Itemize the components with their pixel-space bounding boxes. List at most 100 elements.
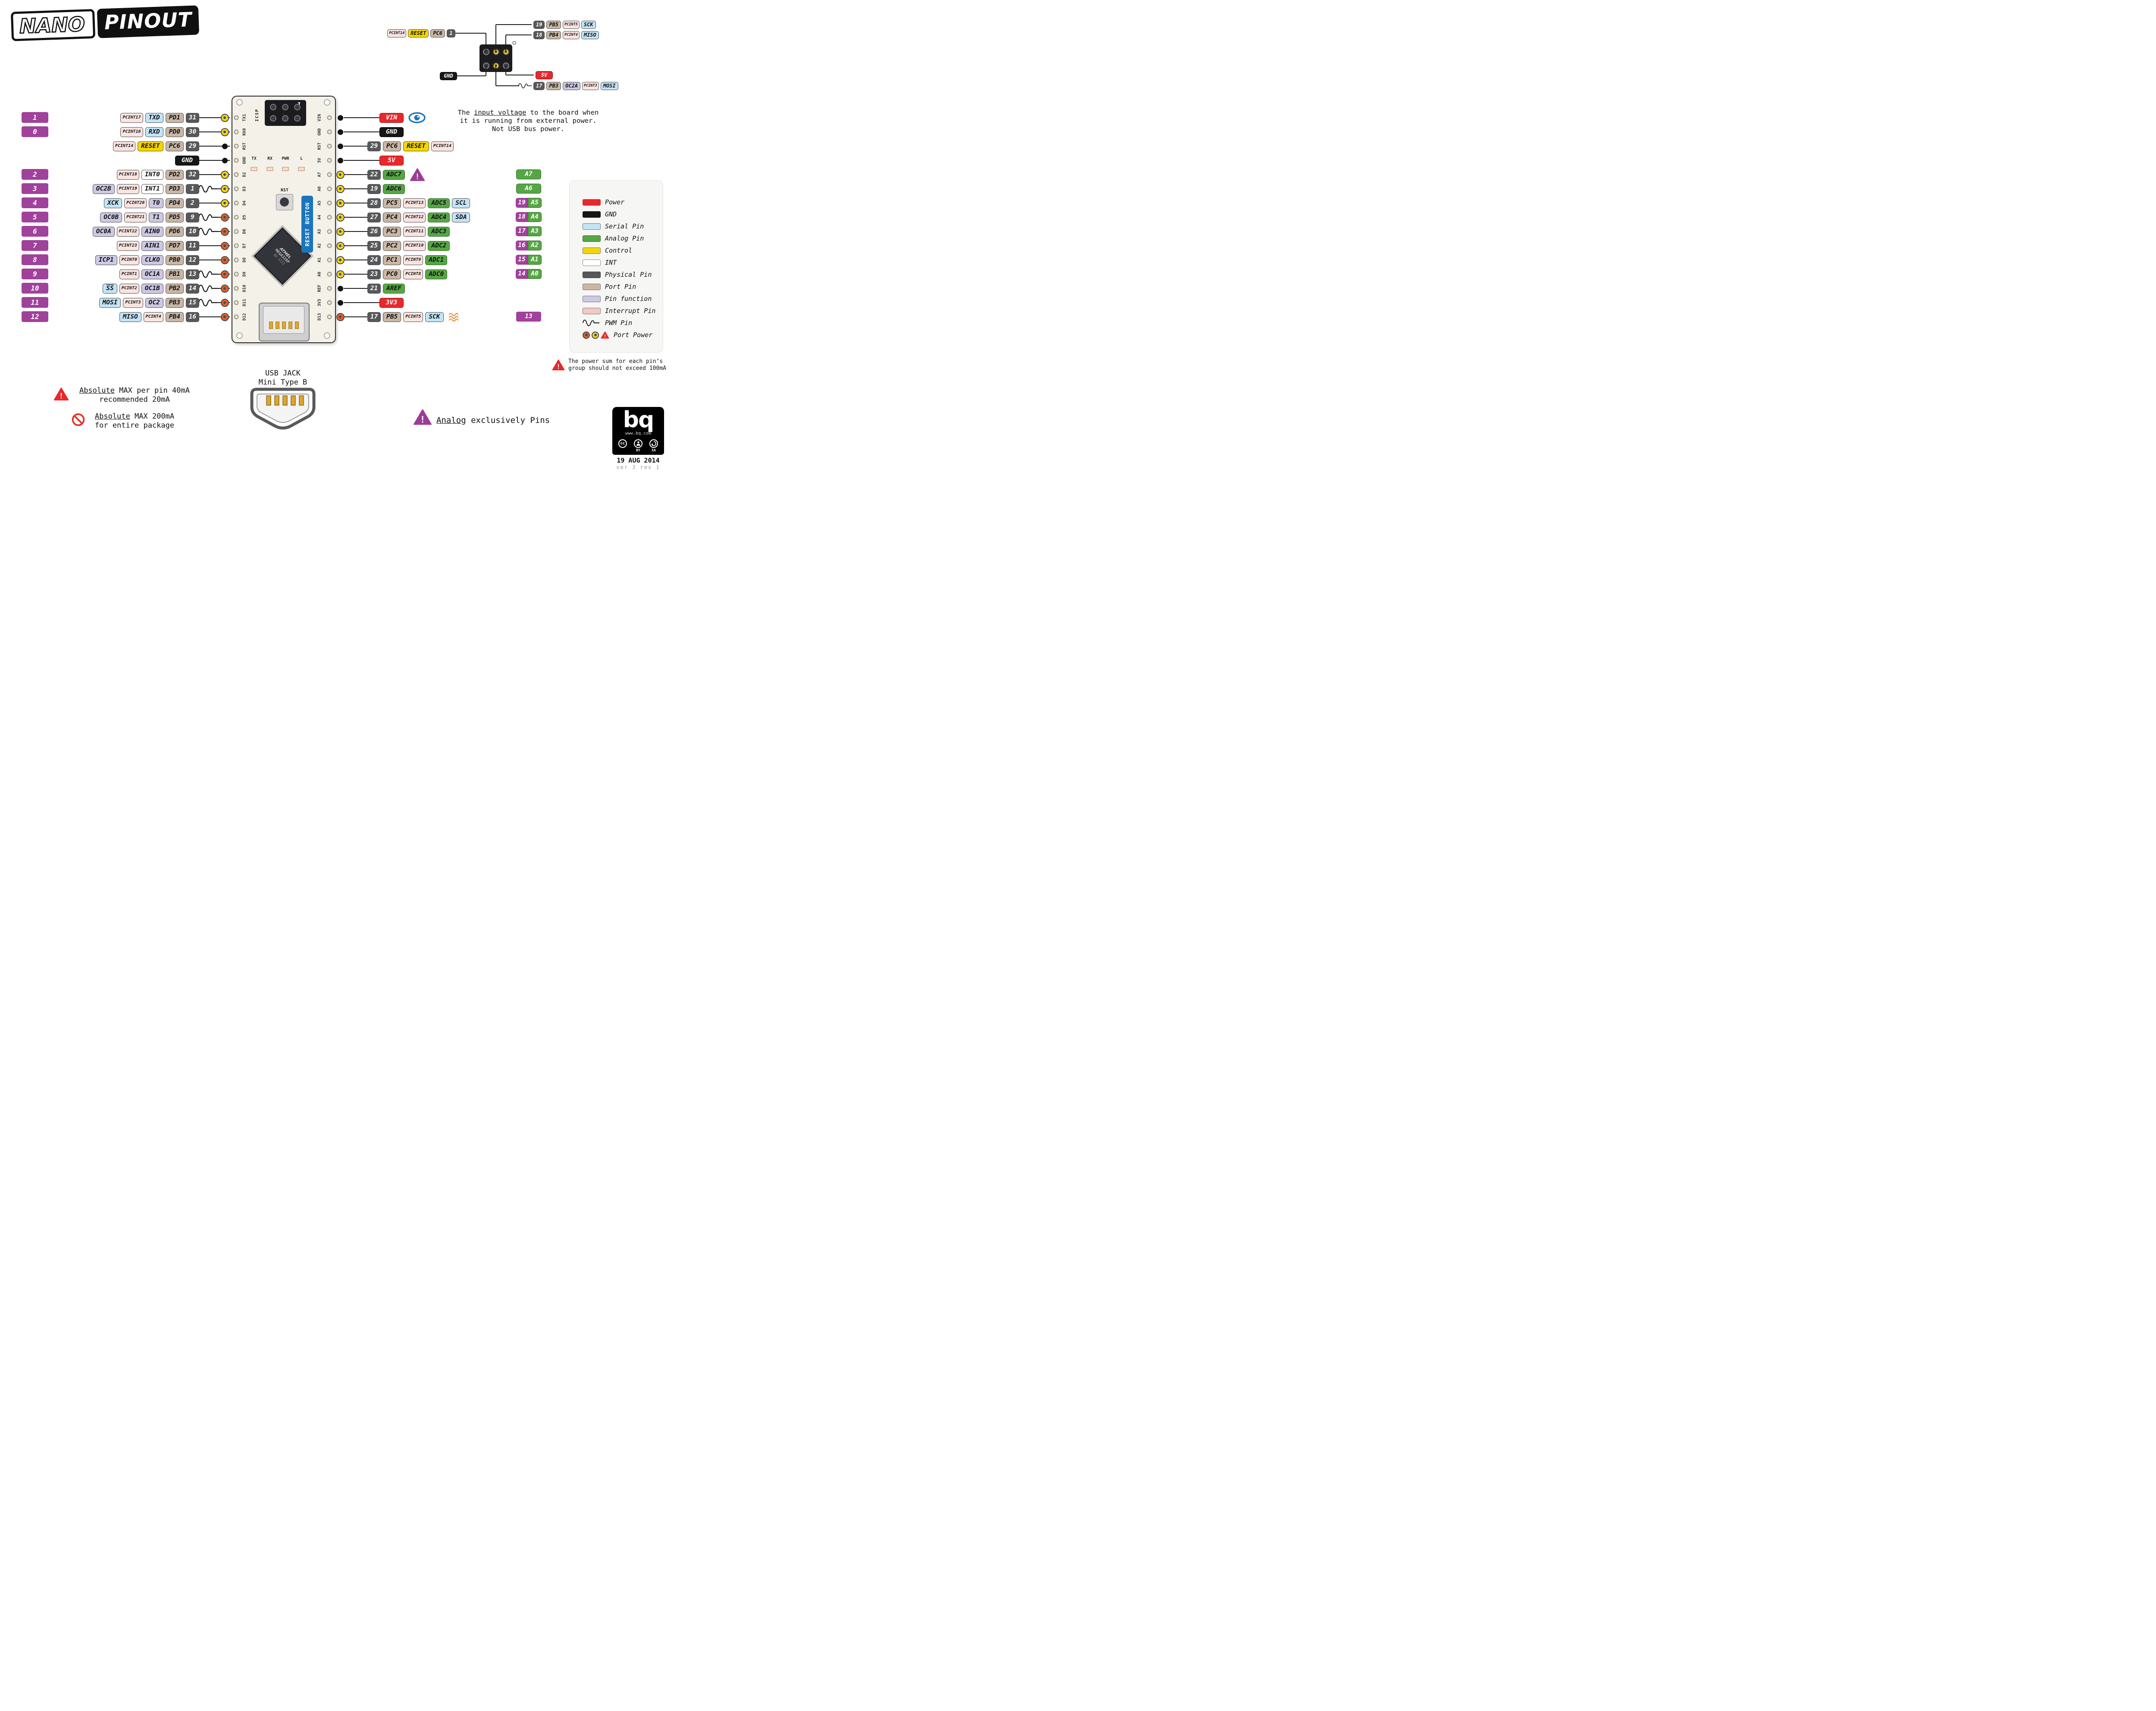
icsp-header <box>265 100 306 126</box>
port-chip: PB5 <box>383 312 401 322</box>
eye-icon <box>408 112 426 123</box>
wire-line <box>344 217 367 218</box>
physical-chip: 25 <box>367 241 381 251</box>
control-chip: RESET <box>408 29 429 38</box>
legend-label: PWM Pin <box>605 319 633 327</box>
port-chip: PD4 <box>165 198 184 208</box>
analog-pin-tail: A6 <box>514 184 543 194</box>
board-pad <box>327 115 332 120</box>
board-edge-label: D12 <box>242 313 247 321</box>
board-edge-label: TX1 <box>242 114 247 122</box>
board-edge-label: A4 <box>317 215 322 220</box>
int-chip: INT1 <box>141 184 163 194</box>
wire-line <box>193 245 230 246</box>
pwm-squiggle-icon <box>198 298 218 307</box>
board-edge-label: D9 <box>242 272 247 277</box>
interrupt-chip: PCINT3 <box>582 81 599 90</box>
pin-row-left: GND <box>0 155 199 166</box>
wire-line <box>344 174 367 175</box>
digital-chip: 6 <box>22 226 48 237</box>
led-label: L <box>300 156 303 161</box>
interrupt-chip: PCINT14 <box>431 141 454 151</box>
icsp-pad <box>282 115 288 122</box>
physical-chip: 1 <box>447 29 455 38</box>
power-chip: 3V3 <box>379 297 404 308</box>
interrupt-chip: PCINT18 <box>116 169 139 180</box>
wire-line <box>344 274 367 275</box>
pin-row-right: 5V <box>379 155 406 166</box>
board-edge-label: D5 <box>242 215 247 220</box>
port-power-pad-orange <box>220 256 229 264</box>
vin-note-text: to the board when <box>526 109 599 116</box>
analogA-chip: A3 <box>528 226 542 236</box>
physical-chip: 32 <box>186 169 199 180</box>
analog-swatch <box>583 235 601 242</box>
bq-logo: bq www.bq.com <box>612 407 664 438</box>
warning-triangle-purple-icon: ! <box>413 409 432 425</box>
physical-chip: 13 <box>186 269 199 279</box>
gnd-chip: GND <box>379 127 404 137</box>
port-power-pad-orange <box>220 313 229 321</box>
legend-label: Serial Pin <box>605 222 644 230</box>
led <box>251 167 257 171</box>
wire-line <box>344 288 367 289</box>
usb-contact <box>288 322 292 329</box>
pin-row-right: VIN <box>379 112 426 123</box>
interrupt-chip: PCINT22 <box>116 226 139 237</box>
wire-line <box>344 302 379 303</box>
power-sum-note: The power sum for each pin’s group shoul… <box>568 358 666 372</box>
pwm-squiggle-icon <box>198 284 218 293</box>
solder-pad-dot <box>337 115 343 121</box>
cc-license: cc BY SA <box>612 438 664 455</box>
digital-chip: 16 <box>516 241 528 250</box>
port-chip: PD6 <box>165 226 184 237</box>
port-chip: PC5 <box>383 198 401 208</box>
reset-button[interactable] <box>276 194 293 210</box>
analogA-chip: A1 <box>528 255 542 265</box>
board-edge-label: D7 <box>242 243 247 248</box>
interrupt-chip: PCINT13 <box>403 198 426 208</box>
icsp-pad <box>282 104 288 110</box>
wire-line <box>506 34 532 35</box>
serial-chip: XCK <box>103 198 122 208</box>
pwm-squiggle-icon <box>198 270 218 278</box>
max-package-line2: for entire package <box>94 421 175 430</box>
analog-chip: ADC1 <box>425 255 448 265</box>
board-edge-label: A1 <box>317 257 322 263</box>
physical-chip: 29 <box>186 141 199 151</box>
port-power-pad-orange <box>220 227 229 236</box>
board-pad <box>327 129 332 135</box>
serial-chip: MOSI <box>99 297 121 308</box>
wire-line <box>344 160 379 161</box>
wire-line <box>344 231 367 232</box>
wire-line <box>344 245 367 246</box>
analog-note-underlined: Analog <box>436 416 466 425</box>
usb-contact <box>295 322 299 329</box>
board-edge-label: A3 <box>317 229 322 234</box>
reset-button-tag-label: RESET BUTTON <box>304 202 310 247</box>
board-pad <box>234 115 239 120</box>
solder-pad-dot <box>337 157 343 163</box>
func-chip: T1 <box>149 212 163 222</box>
serial-chip: MISO <box>119 312 141 322</box>
vin-note-underlined: input voltage <box>474 109 526 116</box>
power-chip: VIN <box>379 113 404 123</box>
interrupt-chip: PCINT21 <box>124 212 147 222</box>
physical-chip: 17 <box>533 81 545 90</box>
board-pad <box>327 243 332 248</box>
board-edge-label: 3V3 <box>317 299 322 307</box>
physical-chip: 27 <box>367 212 381 222</box>
digital-chip: 3 <box>22 183 48 194</box>
port-chip: PC2 <box>383 241 401 251</box>
board-edge-label: REF <box>317 285 322 292</box>
solder-pad-dot <box>222 157 228 163</box>
func-chip: OC2 <box>145 297 163 308</box>
